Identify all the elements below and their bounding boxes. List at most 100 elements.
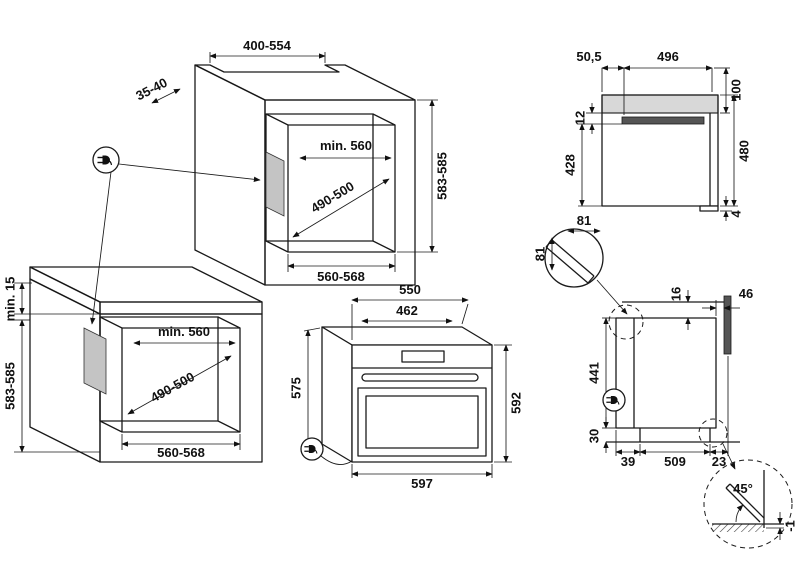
dim-label: 35-40 xyxy=(133,75,169,103)
dim-label: 4 xyxy=(728,210,743,218)
dim-label: min. 560 xyxy=(158,324,210,339)
dim-min-depth: min. 560 xyxy=(133,324,236,346)
oven-side-face xyxy=(321,326,353,463)
dim-total-height: 480 xyxy=(720,94,751,207)
callout-leader xyxy=(722,443,736,470)
mounting-strip xyxy=(621,116,705,125)
chamfer-detail-callout: 81 81 xyxy=(532,213,628,315)
power-connection-legend xyxy=(90,146,261,325)
niche-depth-lines xyxy=(99,316,241,433)
dim-label: 81 xyxy=(532,247,547,261)
dim-label: 100 xyxy=(728,79,743,101)
detail-circle xyxy=(544,228,604,288)
dim-label: 428 xyxy=(562,154,577,176)
dim-rear-offset: 23 xyxy=(712,454,726,469)
installed-side-view: 16 46 441 30 39 509 23 xyxy=(586,286,753,470)
rear-wall-bar xyxy=(723,295,732,355)
dim-label: 490-500 xyxy=(308,178,357,215)
dim-top-front-offset: 50,5 xyxy=(576,49,625,115)
dim-top-gap: 12 xyxy=(572,103,622,134)
dim-label: 16 xyxy=(668,287,683,301)
dim-label: 575 xyxy=(288,377,303,399)
dim-chamfer-width: 81 xyxy=(567,213,601,234)
oven-door-window xyxy=(365,395,479,449)
oven-door xyxy=(357,387,487,457)
dim-label: 400-554 xyxy=(243,38,291,53)
dim-inner-width: 490-500 xyxy=(292,178,390,238)
dim-rear-height: 575 xyxy=(288,327,321,449)
dim-top-clearance: min. 15 xyxy=(2,277,100,322)
dim-label: 441 xyxy=(586,362,601,384)
dim-label: 597 xyxy=(411,476,433,491)
power-cord xyxy=(320,455,353,465)
dim-label: 560-568 xyxy=(317,269,365,284)
dim-chamfer-height: 81 xyxy=(532,237,555,271)
dim-label: 46 xyxy=(739,286,753,301)
dim-label: 550 xyxy=(399,282,421,297)
dim-niche-width: 560-568 xyxy=(287,254,396,284)
dim-panel-offset: 35-40 xyxy=(133,75,181,104)
dim-floor-offset: -1 xyxy=(766,512,797,540)
oven-side-outline xyxy=(615,317,717,429)
dim-label: 592 xyxy=(508,392,523,414)
oven-display xyxy=(401,350,445,363)
dim-top-opening: 400-554 xyxy=(209,38,326,63)
angle-label: 45° xyxy=(733,481,753,496)
top-corner-callout-circle xyxy=(608,304,644,340)
dim-label: 462 xyxy=(396,303,418,318)
detail-circle xyxy=(703,459,793,549)
dim-min-depth: min. 560 xyxy=(299,138,392,161)
dim-label: 50,5 xyxy=(576,49,601,64)
dim-top-length: 496 xyxy=(623,49,713,92)
dim-bottom-row: 39 509 23 xyxy=(615,356,729,469)
dim-label: -1 xyxy=(782,520,797,532)
worktop-side xyxy=(29,266,101,315)
dim-top-gap: 16 xyxy=(668,287,691,330)
dim-depth: 550 xyxy=(351,282,469,340)
dim-label: min. 15 xyxy=(2,277,17,322)
dim-niche-width: 560-568 xyxy=(121,434,241,460)
dim-rear-gap: 46 xyxy=(702,286,753,316)
floor-hatch xyxy=(712,524,764,532)
bottom-step xyxy=(699,205,719,212)
dim-label: 490-500 xyxy=(148,369,197,405)
dim-label: 480 xyxy=(736,140,751,162)
dim-label: 560-568 xyxy=(157,445,205,460)
oven-handle xyxy=(361,373,479,382)
dim-inner-depth: 462 xyxy=(361,303,453,324)
column-cabinet-view: 400-554 35-40 583-585 min. 560 490-500 5… xyxy=(133,38,449,286)
dim-label: 81 xyxy=(577,213,591,228)
niche-depth-lines xyxy=(265,113,396,253)
corner-detail-callout: 45° -1 xyxy=(703,459,797,549)
dim-body-height: 428 xyxy=(562,123,602,207)
dim-front-offset: 39 xyxy=(621,454,635,469)
dim-front-height: 592 xyxy=(494,344,523,463)
dim-niche-height: 441 xyxy=(586,317,616,429)
dim-label: 496 xyxy=(657,49,679,64)
dim-depth: 509 xyxy=(664,454,686,469)
chamfer-bracket xyxy=(725,470,765,528)
oven-side-section: 50,5 496 100 12 428 480 xyxy=(562,49,751,221)
dim-inner-width: 490-500 xyxy=(127,355,232,415)
dim-label: 30 xyxy=(586,429,601,443)
cabinet-side-face xyxy=(29,278,101,463)
dim-label: 12 xyxy=(572,111,587,125)
dim-bottom-step: 4 xyxy=(720,196,743,221)
chamfer-shape xyxy=(545,239,595,284)
worktop-front xyxy=(99,301,263,315)
cabinet-top-face xyxy=(194,64,416,101)
dim-label: 583-585 xyxy=(434,152,449,200)
dim-label: min. 560 xyxy=(320,138,372,153)
dim-niche-height: 583-585 xyxy=(2,319,100,453)
dim-niche-height: 583-585 xyxy=(397,99,449,253)
bottom-corner-callout-circle xyxy=(698,418,728,448)
callout-leader xyxy=(596,279,628,315)
cabinet-side-face xyxy=(194,64,266,286)
dim-width: 597 xyxy=(351,464,493,491)
angle-arc xyxy=(735,504,744,523)
electrical-area-patch xyxy=(83,327,107,395)
electrical-area-patch xyxy=(265,151,285,217)
dim-bottom-gap: 30 xyxy=(586,417,609,453)
